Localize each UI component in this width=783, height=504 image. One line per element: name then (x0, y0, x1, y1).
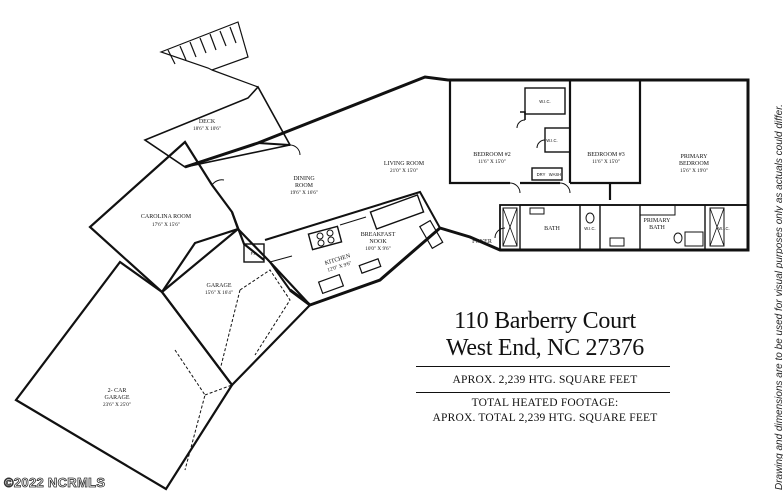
bedroom2-label: BEDROOM #2 (473, 152, 511, 158)
foyer-label: FOYER (472, 239, 492, 245)
primary-bedroom-dims: 15'6" X 19'0" (680, 168, 708, 174)
primary-bath-label-1: PRIMARY (643, 218, 671, 224)
carolina-room-dims: 17'6" X 15'6" (152, 222, 180, 228)
divider-top (416, 366, 670, 368)
dining-room-dims: 19'6" X 16'6" (290, 190, 318, 196)
dining-room-label-2: ROOM (295, 183, 314, 189)
address-line-1: 110 Barberry Court (454, 308, 636, 334)
dining-room-label-1: DINING (293, 176, 315, 182)
bedroom3-dims: 11'6" X 15'0" (592, 159, 620, 165)
dining-room-walls (230, 211, 265, 261)
breakfast-nook-dims: 10'0" X 9'6" (365, 246, 390, 252)
heated-sqft: APROX. 2,239 HTG. SQUARE FEET (452, 374, 638, 386)
deck-stairs (159, 21, 259, 88)
primary-bedroom-label-2: BEDROOM (679, 161, 710, 167)
wic-label-1: W.I.C. (539, 99, 550, 104)
carolina-room-label: CAROLINA ROOM (141, 214, 192, 220)
wic-label-4: W.I.C. (718, 226, 729, 231)
two-car-garage-label-2: GARAGE (105, 395, 130, 401)
living-room-label: LIVING ROOM (384, 161, 425, 167)
dryer-label: DRY (537, 172, 546, 177)
kitchen-walls (264, 190, 444, 307)
total-heated-sqft: APROX. TOTAL 2,239 HTG. SQUARE FEET (432, 412, 658, 424)
room-labels: DECK 18'6" X 10'6" LIVING ROOM 21'0" X 1… (103, 99, 730, 408)
two-car-garage-label-1: 2- CAR (108, 388, 127, 394)
garage-label: GARAGE (207, 283, 232, 289)
primary-bath-label-2: BATH (649, 225, 665, 231)
copyright-watermark: ©2022 NCRMLS (4, 475, 106, 491)
address-line-2: West End, NC 27376 (446, 335, 644, 361)
bedroom2-dims: 11'6" X 15'0" (478, 159, 506, 165)
deck-dims: 18'6" X 10'6" (193, 126, 221, 132)
primary-bedroom-label-1: PRIMARY (680, 154, 708, 160)
wic-label-2: W.I.C. (546, 138, 557, 143)
disclaimer-text: Drawing and dimensions are to be used fo… (774, 104, 783, 490)
deck-outline (143, 85, 292, 168)
divider-bottom (416, 392, 670, 394)
bath-label: BATH (544, 226, 560, 232)
total-heated-label: TOTAL HEATED FOOTAGE: (471, 397, 619, 409)
carolina-room-walls (88, 140, 240, 294)
garage-door-tracks (174, 269, 291, 471)
breakfast-nook-label-1: BREAKFAST (361, 232, 396, 238)
fireplace-label: F.P. (251, 251, 258, 256)
bedroom3-label: BEDROOM #3 (587, 152, 625, 158)
wic-label-3: W.I.C. (584, 226, 595, 231)
two-car-garage-walls (14, 260, 234, 491)
living-room-dims: 21'0" X 15'0" (390, 168, 418, 174)
two-car-garage-dims: 23'6" X 25'0" (103, 402, 131, 408)
deck-label: DECK (199, 119, 216, 125)
garage-dims: 15'6" X 16'4" (205, 290, 233, 296)
washer-label: WASH (549, 172, 561, 177)
breakfast-nook-label-2: NOOK (369, 239, 387, 245)
